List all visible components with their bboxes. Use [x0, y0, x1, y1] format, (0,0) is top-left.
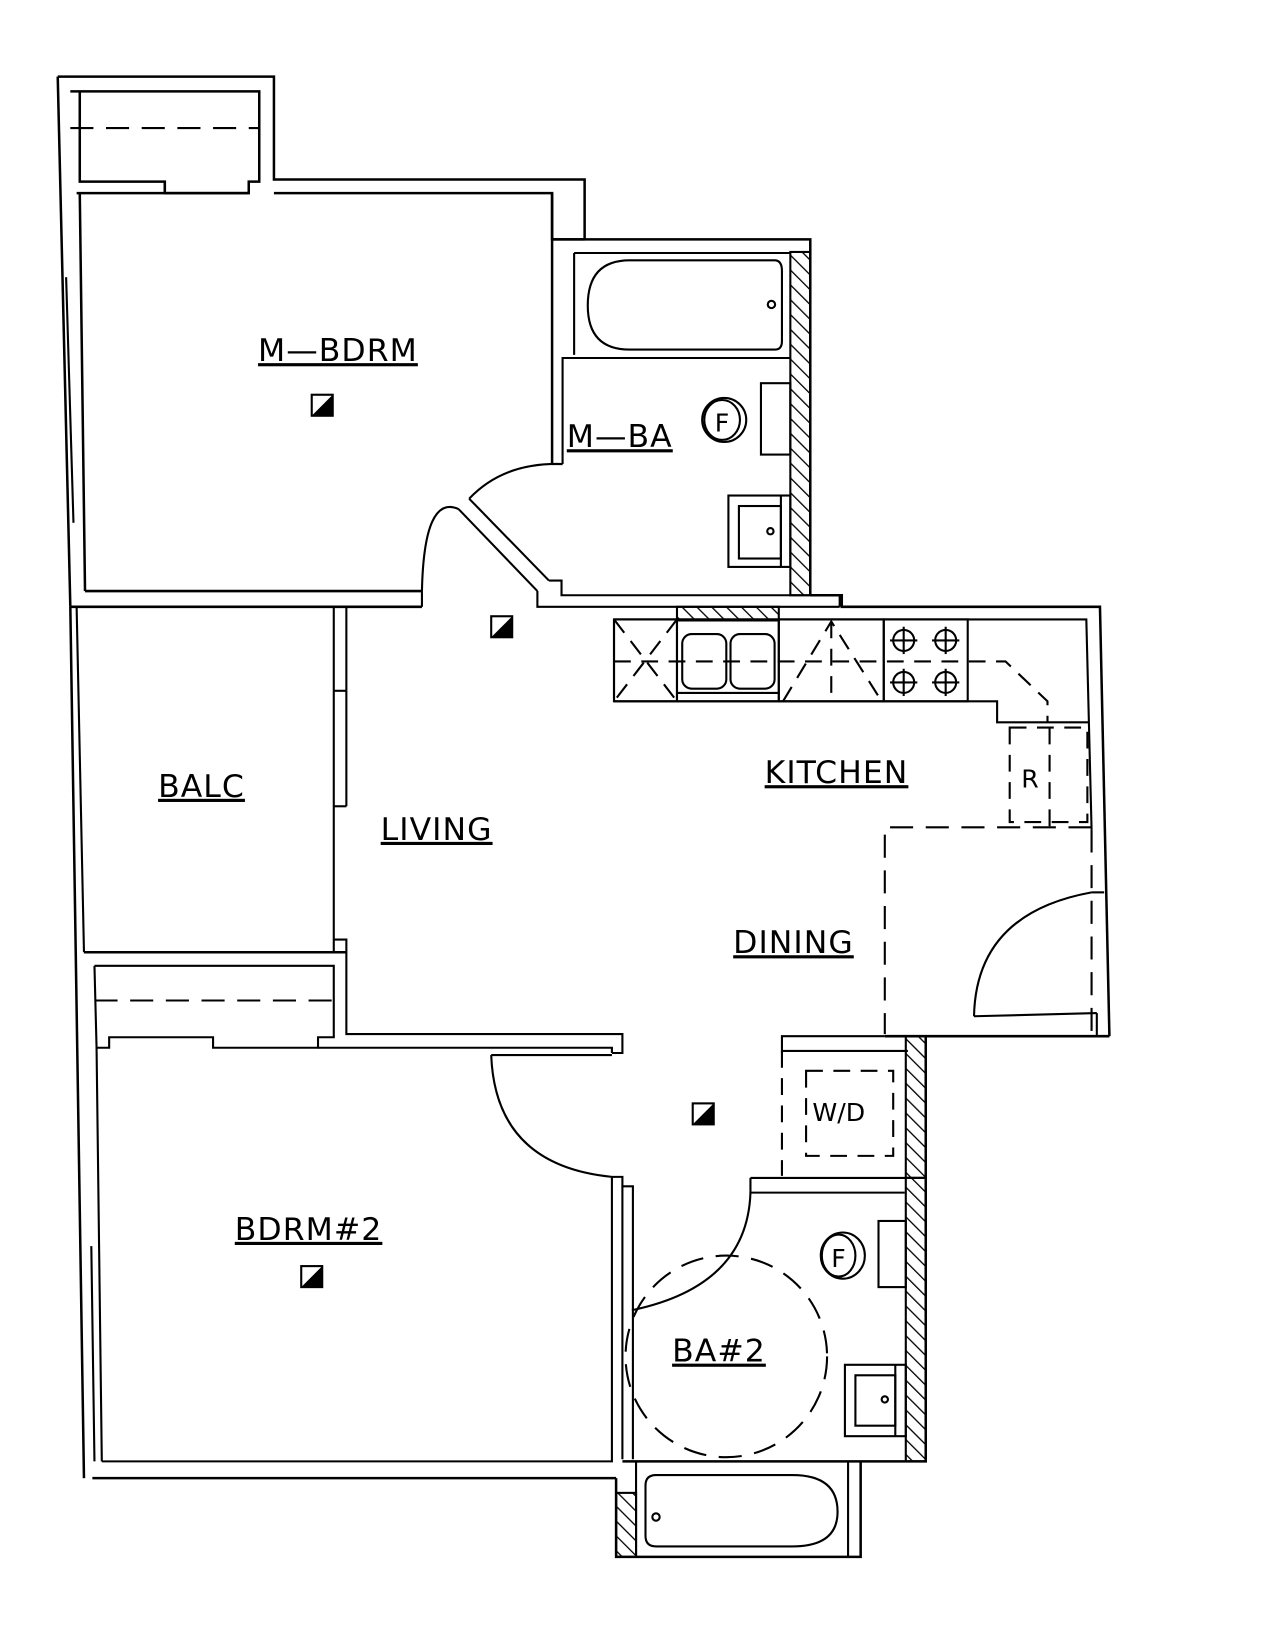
room-label-m-ba: M—BA	[567, 419, 673, 455]
bath-2: F BA#2	[611, 1036, 927, 1463]
toilet-label: F	[715, 408, 729, 437]
bathtub-2	[614, 1461, 862, 1559]
living: LIVING	[333, 615, 715, 1126]
burner-icon	[890, 626, 960, 697]
fridge-label: R	[1021, 764, 1039, 793]
room-label-ba2: BA#2	[672, 1334, 766, 1370]
balcony: BALC	[69, 606, 348, 1479]
room-label-balc: BALC	[158, 769, 245, 805]
smoke-detector-icon	[490, 615, 514, 639]
master-bedroom: M—BDRM	[56, 75, 840, 609]
smoke-detector-icon	[691, 1102, 715, 1126]
bedroom-2: BDRM#2	[83, 950, 617, 1480]
room-label-bdrm2: BDRM#2	[235, 1212, 383, 1248]
room-label-kitchen: KITCHEN	[765, 755, 909, 791]
kitchen: R KITCHEN DINING	[612, 593, 1111, 1038]
master-bath: F M—BA	[552, 238, 812, 597]
washer-dryer-label: W/D	[812, 1098, 865, 1127]
room-label-dining: DINING	[733, 925, 854, 961]
smoke-detector-icon	[300, 1265, 324, 1289]
smoke-detector-icon	[310, 393, 334, 417]
laundry: W/D	[780, 1035, 927, 1179]
toilet-label: F	[831, 1244, 845, 1273]
room-label-m-bdrm: M—BDRM	[258, 333, 418, 369]
room-label-living: LIVING	[381, 812, 493, 848]
